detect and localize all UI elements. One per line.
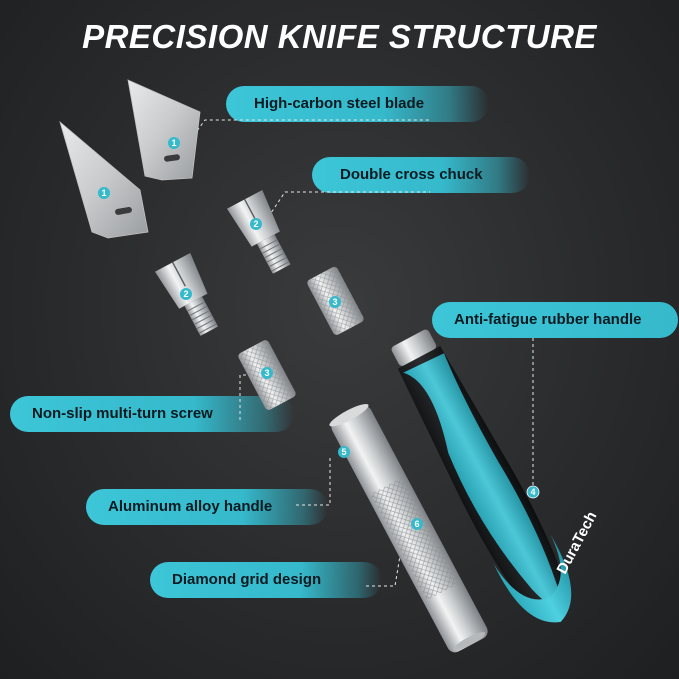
badge-2b: 2 <box>183 289 188 299</box>
label-rubber-handle: Anti-fatigue rubber handle <box>432 302 678 338</box>
badge-3a: 3 <box>332 297 337 307</box>
label-aluminum-handle-text: Aluminum alloy handle <box>108 498 273 515</box>
badge-1b-icon <box>98 187 110 199</box>
aluminum-handle <box>329 403 488 653</box>
blade-chisel: 1 <box>127 79 201 181</box>
badge-1a: 1 <box>171 138 176 148</box>
badge-1a-icon <box>168 137 180 149</box>
badge-2a-icon <box>250 218 262 230</box>
blade-pointed: 1 <box>59 120 149 239</box>
chuck-upper <box>226 189 291 274</box>
badge-1b: 1 <box>101 188 106 198</box>
label-chuck-text: Double cross chuck <box>340 166 483 183</box>
badge-6: 6 <box>414 519 419 529</box>
page-title: PRECISION KNIFE STRUCTURE <box>82 18 597 55</box>
brand-logo: DuraTech <box>554 509 601 577</box>
label-rubber-handle-text: Anti-fatigue rubber handle <box>454 311 642 328</box>
label-aluminum-handle: Aluminum alloy handle <box>86 489 328 525</box>
label-diamond-grid: Diamond grid design <box>150 562 382 598</box>
label-blade-text: High-carbon steel blade <box>254 95 425 112</box>
chuck-lower <box>154 252 219 336</box>
label-screw: Non-slip multi-turn screw <box>10 396 294 432</box>
badge-6-icon <box>411 518 423 530</box>
badge-4: 4 <box>530 487 535 497</box>
badge-2a: 2 <box>253 219 258 229</box>
badge-3b-icon <box>261 367 273 379</box>
rubber-handle <box>391 329 572 623</box>
label-screw-text: Non-slip multi-turn screw <box>32 405 213 422</box>
badge-2b-icon <box>180 288 192 300</box>
label-chuck: Double cross chuck <box>312 157 530 193</box>
badge-3a-icon <box>329 296 341 308</box>
badge-5: 5 <box>341 447 346 457</box>
label-blade: High-carbon steel blade <box>226 86 489 122</box>
badge-3b: 3 <box>264 368 269 378</box>
badge-4-icon <box>526 485 540 499</box>
badge-5-icon <box>338 446 350 458</box>
label-diamond-grid-text: Diamond grid design <box>172 571 322 588</box>
